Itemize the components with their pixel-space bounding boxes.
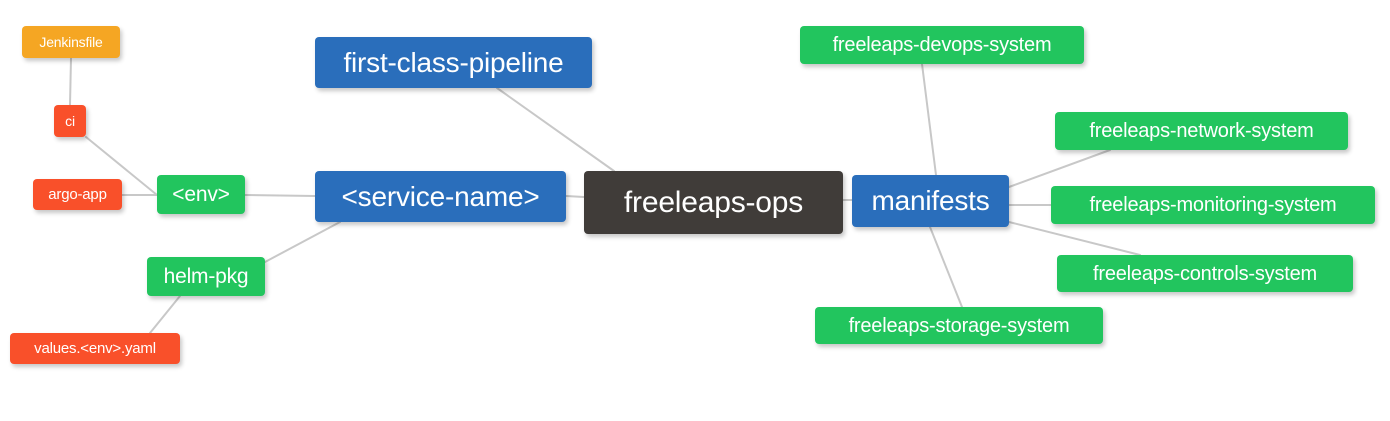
- node-label-ci: ci: [65, 113, 75, 129]
- edge-jenkinsfile-ci: [69, 57, 72, 106]
- node-freeleaps-storage-system[interactable]: freeleaps-storage-system: [815, 307, 1103, 344]
- node-label-freeleaps-devops-system: freeleaps-devops-system: [832, 34, 1052, 56]
- edge-helmpkg-servicename: [264, 221, 341, 263]
- node-label-freeleaps-network-system: freeleaps-network-system: [1089, 120, 1314, 142]
- node-label-service-name: <service-name>: [341, 180, 540, 212]
- node-label-freeleaps-monitoring-system: freeleaps-monitoring-system: [1089, 194, 1337, 216]
- node-freeleaps-devops-system[interactable]: freeleaps-devops-system: [800, 26, 1084, 64]
- node-label-manifests: manifests: [871, 185, 990, 216]
- edge-manifests-devops: [921, 63, 937, 176]
- node-label-helm-pkg: helm-pkg: [163, 265, 249, 288]
- node-freeleaps-monitoring-system[interactable]: freeleaps-monitoring-system: [1051, 186, 1375, 224]
- edge-manifests-controls: [1008, 221, 1141, 256]
- node-helm-pkg[interactable]: helm-pkg: [147, 257, 265, 296]
- node-values-yaml[interactable]: values.<env>.yaml: [10, 333, 180, 364]
- edge-manifests-network: [1008, 149, 1111, 188]
- edge-servicename-ops: [565, 195, 585, 198]
- node-jenkinsfile[interactable]: Jenkinsfile: [22, 26, 120, 58]
- node-label-values-yaml: values.<env>.yaml: [34, 340, 156, 357]
- node-freeleaps-controls-system[interactable]: freeleaps-controls-system: [1057, 255, 1353, 292]
- node-service-name[interactable]: <service-name>: [315, 171, 566, 222]
- node-label-freeleaps-controls-system: freeleaps-controls-system: [1093, 262, 1317, 285]
- edge-values-helmpkg: [149, 295, 181, 334]
- node-label-freeleaps-ops: freeleaps-ops: [623, 185, 804, 219]
- edge-manifests-storage: [929, 226, 963, 308]
- node-argo-app[interactable]: argo-app: [33, 179, 122, 210]
- node-label-argo-app: argo-app: [48, 186, 107, 203]
- node-freeleaps-ops[interactable]: freeleaps-ops: [584, 171, 843, 234]
- node-label-first-class-pipeline: first-class-pipeline: [343, 46, 564, 78]
- edge-env-servicename: [244, 194, 316, 197]
- node-freeleaps-network-system[interactable]: freeleaps-network-system: [1055, 112, 1348, 150]
- node-label-freeleaps-storage-system: freeleaps-storage-system: [848, 314, 1070, 337]
- node-label-env: <env>: [172, 183, 230, 206]
- node-label-jenkinsfile: Jenkinsfile: [39, 34, 103, 50]
- edge-firstclass-ops: [496, 87, 615, 172]
- node-first-class-pipeline[interactable]: first-class-pipeline: [315, 37, 592, 88]
- node-manifests[interactable]: manifests: [852, 175, 1009, 227]
- node-env[interactable]: <env>: [157, 175, 245, 214]
- node-ci[interactable]: ci: [54, 105, 86, 137]
